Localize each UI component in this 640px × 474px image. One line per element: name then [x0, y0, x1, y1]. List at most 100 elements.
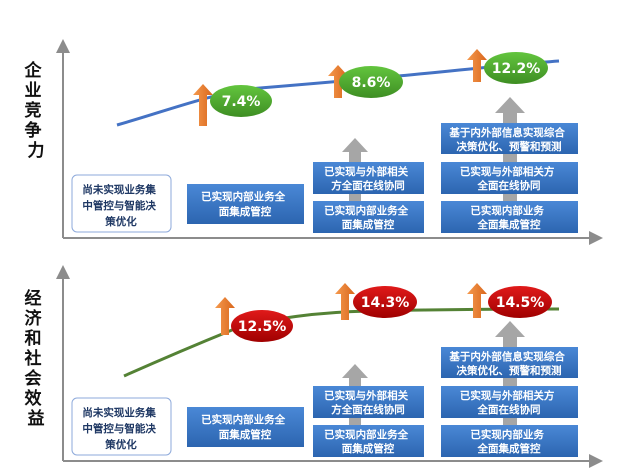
not-yet-line: 策优化	[104, 438, 137, 451]
orange-up-arrow	[335, 283, 355, 320]
y-label-char: 会	[25, 368, 42, 389]
box-line: 面集成管控	[219, 205, 272, 218]
box-line: 决策优化、预警和预测	[457, 364, 562, 377]
not-yet-line: 尚未实现业务集	[82, 406, 156, 419]
stage3-box-internal	[441, 201, 578, 233]
box-line: 已实现内部业务全	[324, 428, 408, 441]
arrow-stem	[503, 418, 517, 425]
box-line: 已实现内部业务全	[201, 413, 285, 426]
orange-up-arrow	[467, 283, 487, 318]
y-label-char: 济	[25, 308, 43, 329]
stage2-box-text: 已实现与外部相关 方全面在线协同	[324, 389, 412, 416]
stage1-box-internal	[187, 407, 304, 447]
y-label-char: 经	[25, 288, 42, 309]
box-line: 已实现内部业务全	[324, 204, 408, 217]
not-yet-text: 尚未实现业务集 中管控与智能决 策优化	[82, 183, 159, 228]
stage1-box-text: 已实现内部业务全 面集成管控	[201, 413, 289, 441]
not-yet-line: 中管控与智能决	[82, 199, 156, 212]
stage1-box-internal	[187, 184, 304, 224]
box-line: 全面在线协同	[477, 403, 541, 416]
bubble-label: 12.5%	[238, 319, 287, 335]
value-bubble	[339, 66, 403, 98]
box-line: 已实现与外部相关方	[460, 165, 555, 178]
not-yet-text: 尚未实现业务集 中管控与智能决 策优化	[82, 406, 159, 451]
arrow-stem	[349, 418, 361, 425]
y-label-char: 力	[28, 140, 45, 161]
up-arrow-stage3	[495, 97, 525, 123]
up-arrow-stage3	[495, 321, 525, 347]
y-axis-label: 企 业 竞 争 力	[24, 60, 48, 161]
not-yet-line: 尚未实现业务集	[82, 183, 156, 196]
value-bubble	[231, 310, 293, 342]
not-yet-box	[71, 397, 172, 456]
y-label-char: 社	[24, 348, 42, 369]
stage3-box-text: 已实现与外部相关方 全面在线协同	[460, 389, 558, 416]
value-bubble	[353, 286, 417, 318]
y-label-char: 企	[24, 60, 43, 81]
y-label-char: 竞	[25, 100, 42, 121]
box-line: 面集成管控	[342, 218, 395, 231]
stage3-box-text: 已实现内部业务 全面集成管控	[470, 428, 547, 455]
trend-line	[123, 307, 560, 378]
box-line: 基于内外部信息实现综合	[448, 126, 565, 139]
orange-up-arrow	[193, 84, 213, 126]
stage3-box-text: 基于内外部信息实现综合 决策优化、预警和预测	[448, 350, 568, 377]
stage3-box-decision	[441, 123, 578, 154]
stage2-box-text: 已实现与外部相关 方全面在线协同	[324, 165, 412, 192]
value-bubble	[210, 85, 272, 117]
box-line: 方全面在线协同	[331, 179, 405, 192]
up-arrow-stage2	[342, 364, 368, 387]
box-line: 全面集成管控	[477, 442, 541, 455]
value-bubble	[488, 286, 552, 318]
stage3-box-text: 基于内外部信息实现综合 决策优化、预警和预测	[448, 126, 568, 153]
box-line: 全面集成管控	[477, 218, 541, 231]
not-yet-line: 策优化	[104, 215, 137, 228]
box-line: 已实现内部业务	[470, 204, 544, 217]
stage2-box-external	[313, 386, 424, 418]
y-label-char: 益	[28, 408, 45, 429]
stage2-box-external	[313, 162, 424, 194]
y-label-char: 和	[25, 329, 42, 349]
y-label-char: 争	[25, 120, 42, 141]
arrow-stem	[503, 378, 517, 386]
arrow-stem	[503, 152, 517, 163]
stage2-box-text: 已实现内部业务全 面集成管控	[324, 428, 412, 455]
box-line: 已实现与外部相关	[324, 165, 408, 178]
not-yet-box	[71, 174, 172, 233]
stage3-box-external	[441, 162, 578, 194]
stage2-box-internal	[313, 425, 424, 457]
bubble-label: 14.5%	[496, 295, 545, 311]
arrow-stem	[349, 194, 361, 202]
value-bubble	[484, 52, 548, 84]
not-yet-line: 中管控与智能决	[82, 422, 156, 435]
orange-up-arrow	[467, 49, 487, 82]
box-line: 全面在线协同	[477, 179, 541, 192]
bubble-label: 8.6%	[352, 75, 391, 91]
stage3-box-text: 已实现与外部相关方 全面在线协同	[460, 165, 558, 192]
bubble-label: 12.2%	[492, 61, 541, 77]
stage3-box-decision	[441, 347, 578, 378]
stage2-box-internal	[313, 201, 424, 233]
orange-up-arrow	[328, 65, 348, 98]
box-line: 已实现与外部相关方	[460, 389, 555, 402]
up-arrow-stage2	[342, 138, 368, 165]
y-label-char: 业	[25, 81, 42, 101]
box-line: 方全面在线协同	[331, 403, 405, 416]
box-line: 已实现内部业务	[470, 428, 544, 441]
stage3-box-text: 已实现内部业务 全面集成管控	[470, 204, 547, 231]
y-axis-label: 经 济 和 社 会 效 益	[24, 288, 48, 429]
orange-up-arrow	[215, 297, 235, 335]
arrow-stem	[503, 194, 517, 202]
panel-competitiveness: 企 业 竞 争 力 尚未实现业务集 中管控与智能决 策优化 已实现内部业务全 面…	[24, 39, 603, 245]
bubble-label: 7.4%	[222, 94, 261, 110]
stage1-box-text: 已实现内部业务全 面集成管控	[201, 190, 289, 218]
box-line: 已实现与外部相关	[324, 389, 408, 402]
stage3-box-internal	[441, 425, 578, 457]
panel-socioeconomic: 经 济 和 社 会 效 益 尚未实现业务集 中管控与智能决 策优化 已实现内部业…	[24, 265, 603, 468]
box-line: 面集成管控	[219, 428, 272, 441]
stage2-box-text: 已实现内部业务全 面集成管控	[324, 204, 412, 231]
y-label-char: 效	[25, 388, 42, 409]
box-line: 已实现内部业务全	[201, 190, 285, 203]
stage3-box-external	[441, 386, 578, 418]
